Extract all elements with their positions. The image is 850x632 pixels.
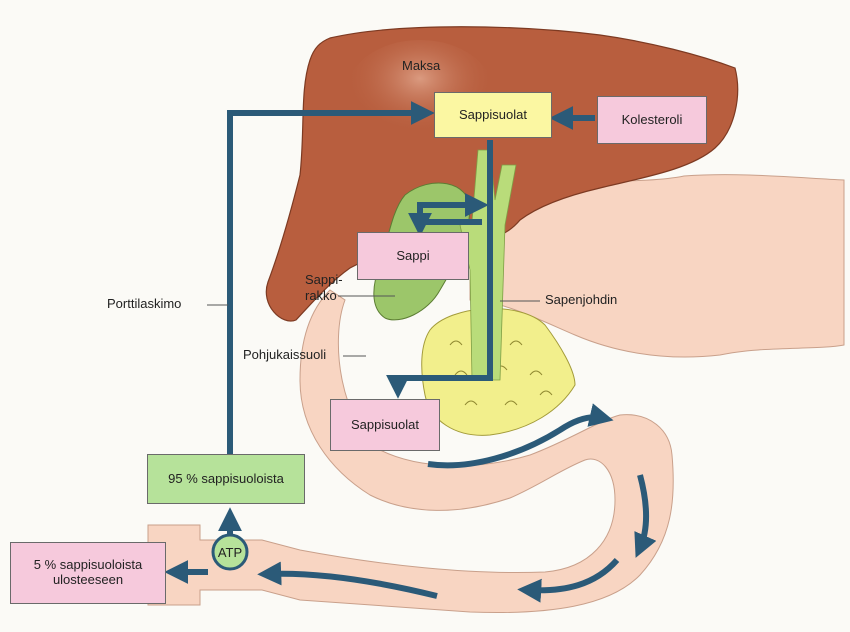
gallbladder-label-line1: Sappi- bbox=[305, 272, 343, 288]
gallbladder-label: Sappi- rakko bbox=[305, 272, 343, 303]
excreted-box: 5 % sappisuoloista ulosteeseen bbox=[10, 542, 166, 604]
duodenum-label: Pohjukaissuoli bbox=[243, 348, 326, 363]
liver-bile-salts-box: Sappisuolat bbox=[434, 92, 552, 138]
portal-vein-label: Porttilaskimo bbox=[107, 297, 181, 312]
reabsorbed-box: 95 % sappisuoloista bbox=[147, 454, 305, 504]
excreted-line2: ulosteeseen bbox=[53, 573, 123, 588]
excreted-line1: 5 % sappisuoloista bbox=[34, 558, 142, 573]
bile-box: Sappi bbox=[357, 232, 469, 280]
liver-label: Maksa bbox=[402, 59, 440, 74]
gallbladder-label-line2: rakko bbox=[305, 288, 343, 304]
atp-label: ATP bbox=[218, 545, 242, 560]
cholesterol-box: Kolesteroli bbox=[597, 96, 707, 144]
bile-duct-label: Sapenjohdin bbox=[545, 293, 617, 308]
intestine-bile-salts-box: Sappisuolat bbox=[330, 399, 440, 451]
